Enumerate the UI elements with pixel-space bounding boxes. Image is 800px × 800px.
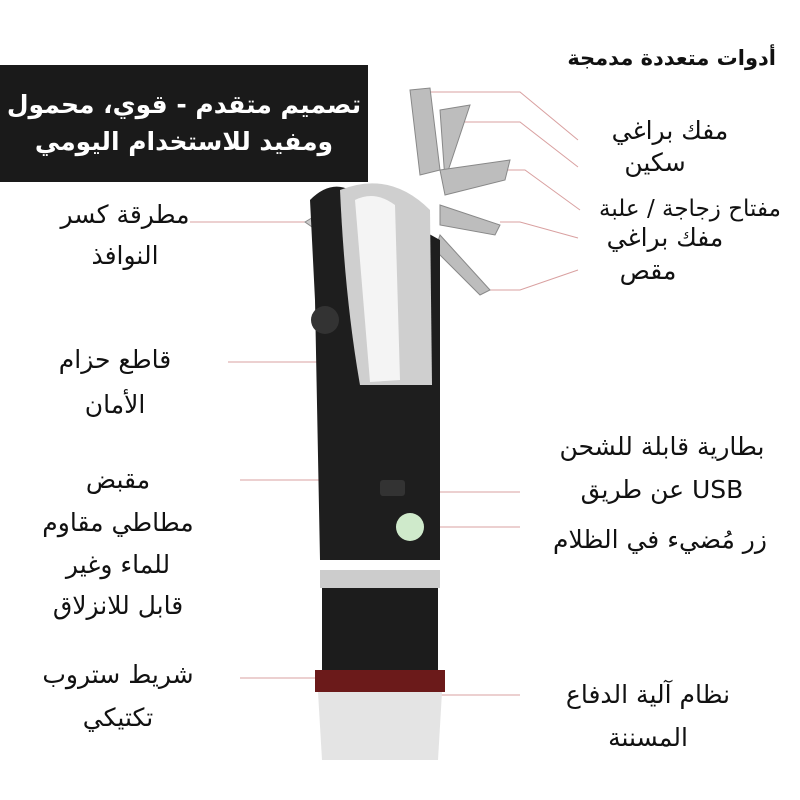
battery-label: USB عن طريق	[580, 475, 744, 504]
defense-label: نظام آلية الدفاع	[565, 680, 731, 709]
tool-label: مقص	[619, 256, 677, 285]
tool-label: مفك براغي	[606, 223, 724, 252]
crenelated-bezel	[318, 692, 442, 760]
strobe-label: شريط ستروب	[42, 660, 194, 689]
defense-label: المسننة	[608, 723, 688, 752]
hammer-label: النوافذ	[91, 241, 159, 270]
battery-label: بطارية قابلة للشحن	[559, 432, 765, 461]
belt-cutter	[311, 306, 339, 334]
banner-line: ومفيد للاستخدام اليومي	[34, 126, 334, 156]
grip-label: مقبض	[85, 465, 151, 494]
glow-button-label: زر مُضيء في الظلام	[553, 525, 767, 554]
strobe-ring	[315, 670, 445, 692]
grip-label: مطاطي مقاوم	[42, 508, 194, 537]
tool-label: مفتاح زجاجة / علبة	[599, 196, 781, 222]
grip-label: قابل للانزلاق	[52, 591, 184, 620]
tools-title: أدوات متعددة مدمجة	[567, 46, 776, 70]
strobe-label: تكتيكي	[82, 703, 154, 732]
silver-ring	[320, 570, 440, 588]
tool-label: سكين	[624, 148, 686, 177]
hammer-label: مطرقة كسر	[60, 200, 190, 229]
glow-button	[396, 513, 424, 541]
grip-label: للماء وغير	[65, 550, 171, 579]
belt-cutter-label: الأمان	[84, 390, 146, 419]
belt-cutter-label: قاطع حزام	[58, 345, 172, 374]
usb-port	[380, 480, 405, 496]
tool-label: مفك براغي	[611, 116, 729, 145]
banner-line: تصميم متقدم - قوي، محمول	[6, 90, 362, 120]
banner: تصميم متقدم - قوي، محمول ومفيد للاستخدام…	[0, 65, 368, 182]
